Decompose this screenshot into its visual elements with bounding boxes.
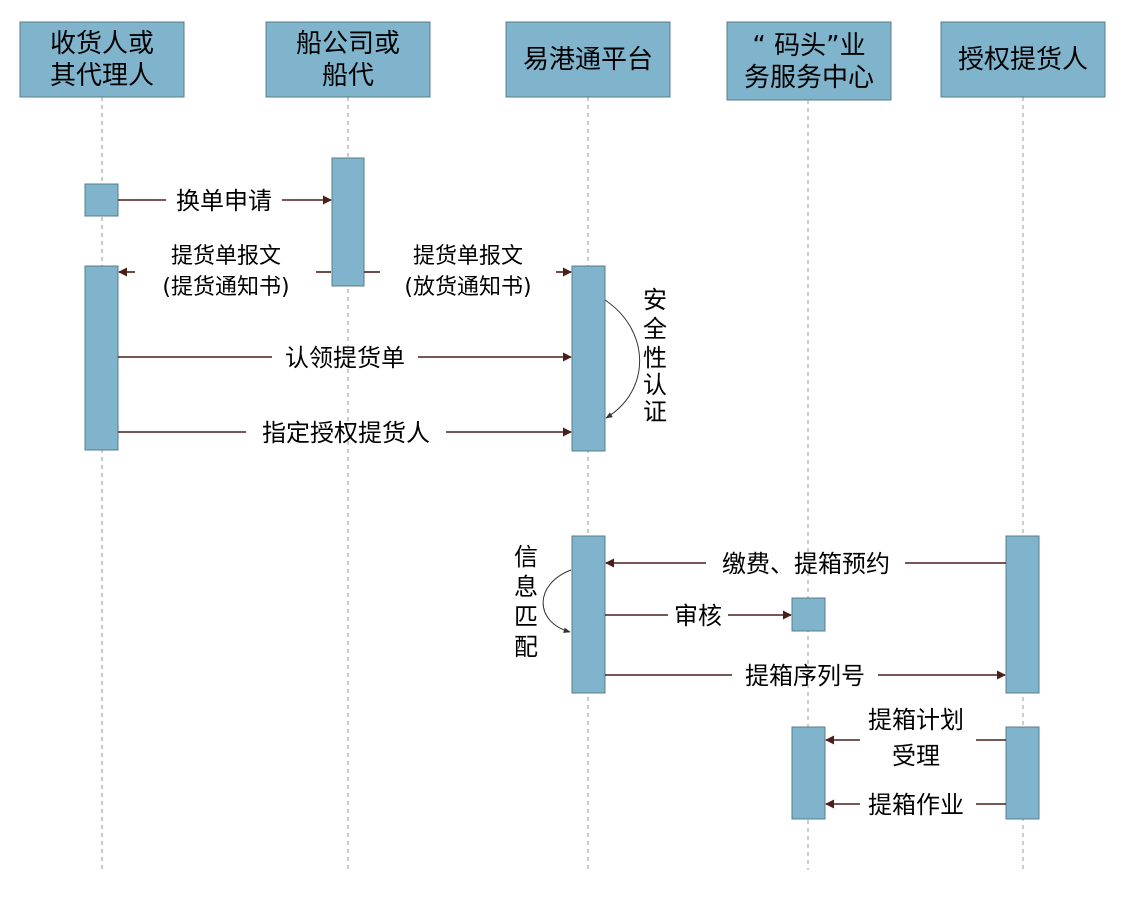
message-exchange-request: 换单申请	[118, 187, 332, 215]
message-pickup-operation: 提箱作业	[825, 791, 1006, 819]
message-pickup-operation-label: 提箱作业	[868, 791, 964, 819]
note-info-match-char4: 配	[514, 633, 538, 661]
message-designate-authorized: 指定授权提货人	[118, 419, 572, 447]
message-payment-booking: 缴费、提箱预约	[605, 550, 1006, 578]
message-payment-booking-label: 缴费、提箱预约	[722, 550, 890, 578]
activation-platform-1	[571, 265, 606, 452]
message-exchange-request-label: 换单申请	[176, 187, 272, 215]
actor-consignee-line1: 收货人或	[50, 29, 154, 59]
actor-consignee: 收货人或 其代理人	[19, 21, 185, 98]
activation-authorized-2	[1005, 726, 1040, 820]
message-designate-authorized-label: 指定授权提货人	[262, 419, 430, 447]
message-pickup-plan-accept-line1: 提箱计划	[868, 706, 964, 734]
note-security-auth-char2: 全	[643, 315, 667, 343]
message-delivery-order-to-platform: 提货单报文 (放货通知书)	[364, 244, 572, 300]
message-delivery-order-a-line1: 提货单报文	[171, 244, 281, 269]
activation-platform-2	[571, 535, 606, 694]
note-security-auth-char1: 安	[643, 286, 667, 314]
message-delivery-order-b-line1: 提货单报文	[413, 244, 523, 269]
note-security-auth: 安 全 性 认 证	[604, 286, 667, 426]
message-claim-delivery-order-label: 认领提货单	[285, 344, 405, 372]
message-pickup-plan-accept: 提箱计划 受理	[825, 706, 1006, 770]
actor-platform-label: 易港通平台	[523, 45, 653, 75]
actor-shipping-company-line1: 船公司或	[296, 29, 400, 59]
message-claim-delivery-order: 认领提货单	[118, 344, 572, 372]
activation-consignee-2	[84, 265, 119, 451]
message-pickup-sequence-no: 提箱序列号	[605, 662, 1006, 690]
actor-consignee-line2: 其代理人	[50, 61, 154, 91]
activation-terminal-1	[791, 597, 826, 632]
actor-authorized-pickup: 授权提货人	[940, 21, 1106, 98]
actor-terminal-center-line2: 务服务中心	[744, 63, 874, 93]
actor-authorized-pickup-label: 授权提货人	[958, 45, 1088, 75]
note-info-match-char3: 匹	[514, 603, 538, 631]
note-info-match-char1: 信	[514, 543, 538, 571]
note-info-match-char2: 息	[514, 573, 538, 601]
actor-terminal-center-line1: “ 码头”业	[752, 31, 865, 61]
message-pickup-plan-accept-line2: 受理	[892, 742, 940, 770]
message-delivery-order-b-line2: (放货通知书)	[404, 275, 531, 300]
actor-terminal-center: “ 码头”业 务服务中心	[726, 21, 892, 101]
note-security-auth-char5: 证	[643, 398, 667, 426]
actor-shipping-company-line2: 船代	[322, 61, 374, 91]
message-delivery-order-to-consignee: 提货单报文 (提货通知书)	[118, 244, 331, 300]
note-security-auth-char3: 性	[643, 344, 667, 372]
actor-platform: 易港通平台	[505, 21, 671, 98]
note-info-match: 信 息 匹 配	[514, 543, 572, 661]
note-security-auth-char4: 认	[643, 371, 667, 399]
actor-shipping-company: 船公司或 船代	[265, 21, 431, 98]
message-pickup-sequence-no-label: 提箱序列号	[745, 662, 865, 690]
activation-shipping-company	[331, 157, 365, 287]
message-delivery-order-a-line2: (提货通知书)	[162, 275, 289, 300]
activation-consignee-1	[84, 183, 119, 217]
message-review: 审核	[605, 602, 792, 630]
message-review-label: 审核	[674, 602, 722, 630]
activation-authorized-1	[1005, 535, 1040, 694]
activation-terminal-2	[791, 726, 826, 820]
